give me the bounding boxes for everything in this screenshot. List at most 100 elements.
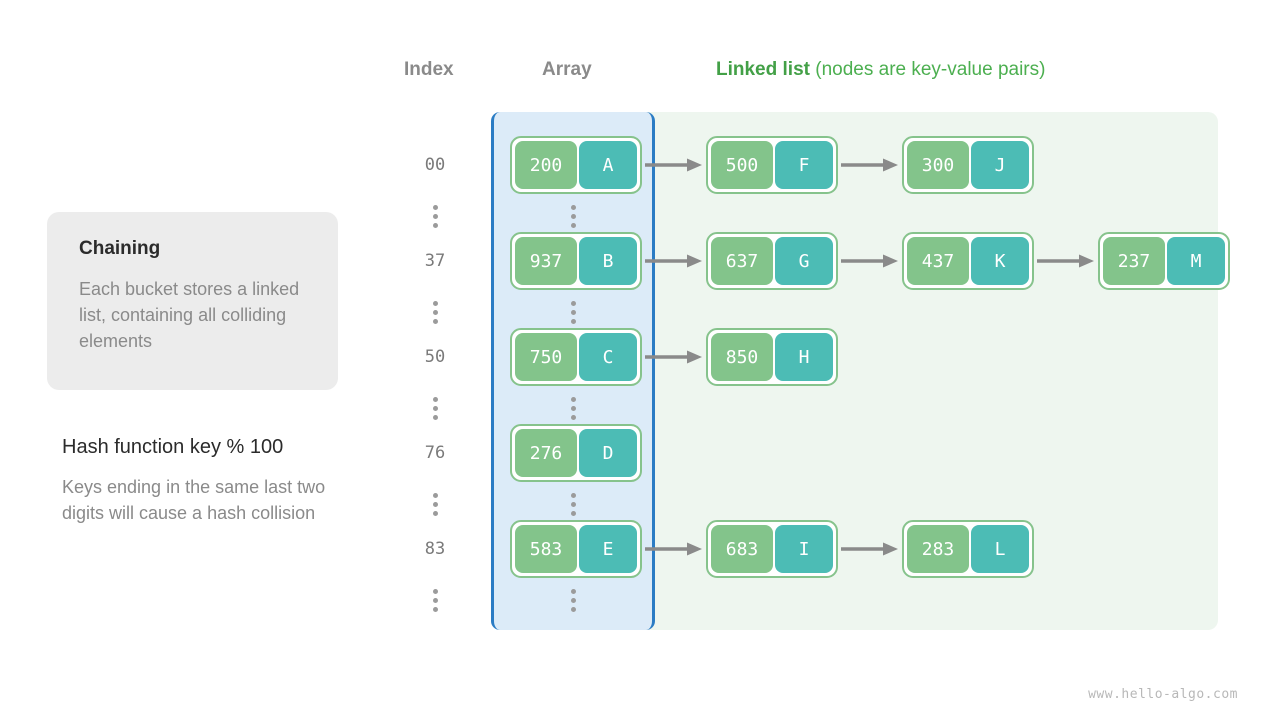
ellipsis-row: [0, 580, 1280, 620]
column-header-linked-list-note: (nodes are key-value pairs): [809, 59, 1046, 80]
node-key-cell: 750: [515, 333, 577, 381]
ellipsis-dot: [570, 492, 576, 498]
column-header-linked-list-strong: Linked list: [716, 59, 810, 80]
node-value-cell: A: [579, 141, 637, 189]
column-header-linked-list: Linked list (nodes are key-value pairs): [716, 59, 1045, 81]
ellipsis-dot: [570, 588, 576, 594]
next-pointer-arrow: [841, 520, 899, 578]
node-key-cell: 937: [515, 237, 577, 285]
node-value-cell: E: [579, 525, 637, 573]
ellipsis-dot: [432, 213, 438, 219]
ellipsis-dot: [570, 510, 576, 516]
array-ellipsis-icon: [510, 580, 636, 620]
array-ellipsis-icon: [510, 388, 636, 428]
bucket-index-label: 76: [424, 443, 446, 463]
column-header-index: Index: [404, 59, 454, 80]
node-value-cell: M: [1167, 237, 1225, 285]
ellipsis-dot: [570, 414, 576, 420]
node-key-cell: 500: [711, 141, 773, 189]
next-pointer-arrow: [645, 520, 703, 578]
ellipsis-dot: [432, 414, 438, 420]
node-key-cell: 683: [711, 525, 773, 573]
ellipsis-dot: [570, 318, 576, 324]
ellipsis-dot: [432, 405, 438, 411]
next-pointer-arrow: [841, 232, 899, 290]
chaining-card-title: Chaining: [79, 238, 161, 259]
node-key-cell: 276: [515, 429, 577, 477]
ellipsis-dot: [432, 606, 438, 612]
node-key-cell: 283: [907, 525, 969, 573]
node-value-cell: C: [579, 333, 637, 381]
next-pointer-arrow: [645, 232, 703, 290]
ellipsis-dot: [570, 204, 576, 210]
column-header-array: Array: [542, 59, 592, 80]
ellipsis-dot: [570, 501, 576, 507]
bucket-index-label: 50: [424, 347, 446, 367]
node-key-cell: 850: [711, 333, 773, 381]
index-ellipsis-icon: [404, 388, 466, 428]
index-ellipsis-icon: [404, 196, 466, 236]
node-key-cell: 300: [907, 141, 969, 189]
ellipsis-dot: [570, 405, 576, 411]
ellipsis-dot: [570, 396, 576, 402]
chaining-info-card: Chaining Each bucket stores a linked lis…: [47, 212, 338, 390]
site-watermark: www.hello-algo.com: [1088, 687, 1238, 702]
ellipsis-dot: [432, 222, 438, 228]
node-value-cell: B: [579, 237, 637, 285]
node-value-cell: F: [775, 141, 833, 189]
node-key-cell: 237: [1103, 237, 1165, 285]
bucket-index-label: 37: [424, 251, 446, 271]
ellipsis-dot: [570, 222, 576, 228]
ellipsis-dot: [570, 597, 576, 603]
next-pointer-arrow: [841, 136, 899, 194]
ellipsis-dot: [432, 309, 438, 315]
chaining-card-body: Each bucket stores a linked list, contai…: [79, 279, 300, 351]
node-value-cell: K: [971, 237, 1029, 285]
bucket-index-label: 00: [424, 155, 446, 175]
index-ellipsis-icon: [404, 484, 466, 524]
ellipsis-dot: [570, 606, 576, 612]
node-value-cell: I: [775, 525, 833, 573]
ellipsis-dot: [432, 588, 438, 594]
node-key-cell: 437: [907, 237, 969, 285]
ellipsis-dot: [570, 300, 576, 306]
node-value-cell: G: [775, 237, 833, 285]
ellipsis-row: [0, 484, 1280, 524]
array-ellipsis-icon: [510, 484, 636, 524]
node-key-cell: 200: [515, 141, 577, 189]
node-key-cell: 583: [515, 525, 577, 573]
ellipsis-dot: [432, 492, 438, 498]
node-value-cell: J: [971, 141, 1029, 189]
index-ellipsis-icon: [404, 580, 466, 620]
array-ellipsis-icon: [510, 292, 636, 332]
ellipsis-row: [0, 292, 1280, 332]
node-value-cell: L: [971, 525, 1029, 573]
array-ellipsis-icon: [510, 196, 636, 236]
ellipsis-dot: [432, 597, 438, 603]
ellipsis-dot: [432, 501, 438, 507]
ellipsis-row: [0, 196, 1280, 236]
node-key-cell: 637: [711, 237, 773, 285]
